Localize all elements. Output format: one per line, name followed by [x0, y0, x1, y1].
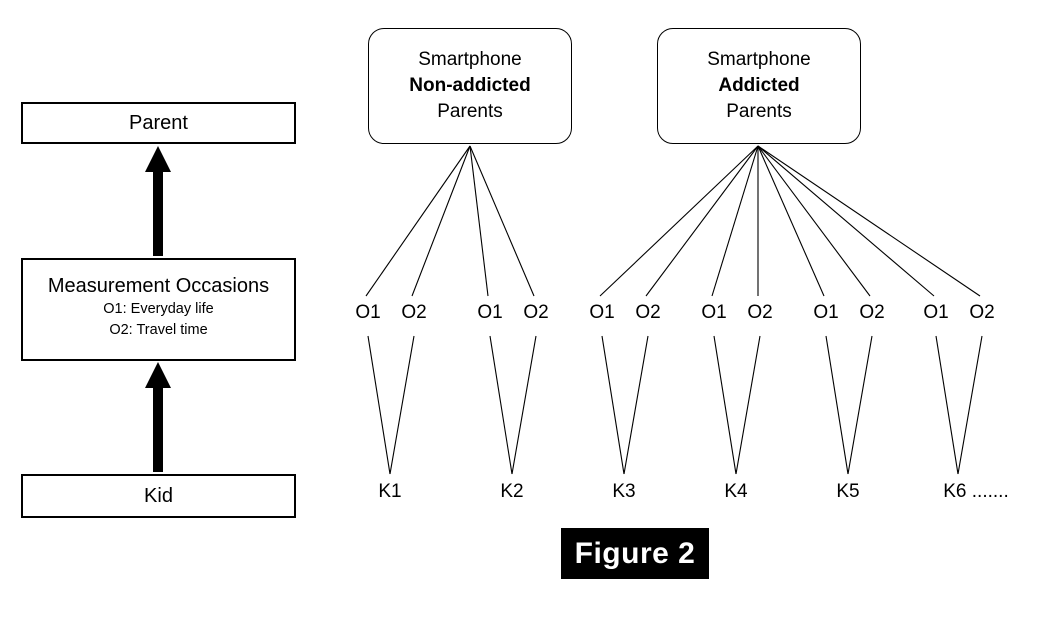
occasion-label-12: O2 [969, 302, 995, 323]
occasion-label-5: O1 [589, 302, 615, 323]
legend-parent-box: Parent [21, 102, 296, 144]
group-line-smartphone: Smartphone [707, 49, 811, 70]
v-connector [825, 335, 849, 475]
v-connector [935, 335, 959, 475]
kid-to-occasions-arrow [145, 362, 171, 472]
v-connector [957, 335, 983, 475]
occasion-label-6: O2 [635, 302, 661, 323]
figure-caption: Figure 2 [561, 528, 709, 579]
v-connector [489, 335, 513, 475]
occasion-label-2: O2 [401, 302, 427, 323]
kid-label-3: K3 [612, 481, 636, 502]
kid-label-6: K6 ....... [943, 481, 1009, 502]
legend-occasion-o1: O1: Everyday life [103, 301, 214, 317]
fan-line [757, 145, 825, 297]
kid-label-2: K2 [500, 481, 524, 502]
fan-line [645, 145, 759, 297]
kid-label-1: K1 [378, 481, 402, 502]
v-connector [847, 335, 873, 475]
occasion-label-10: O2 [859, 302, 885, 323]
v-connector [713, 335, 737, 475]
fan-line [599, 145, 759, 297]
legend-occasions-title: Measurement Occasions [47, 275, 270, 297]
v-connector [511, 335, 537, 475]
fan-line [757, 145, 935, 297]
fan-line [757, 145, 871, 297]
legend-occasions-box: Measurement Occasions O1: Everyday life … [21, 258, 296, 361]
occasion-label-7: O1 [701, 302, 727, 323]
group-line-status: Addicted [718, 75, 800, 96]
occasion-label-1: O1 [355, 302, 381, 323]
kid-label-5: K5 [836, 481, 860, 502]
v-connector [601, 335, 625, 475]
v-connector [389, 335, 415, 475]
occasion-label-8: O2 [747, 302, 773, 323]
group-box-non-addicted-parents: Smartphone Non-addicted Parents [368, 28, 572, 144]
group-box-addicted-parents: Smartphone Addicted Parents [657, 28, 861, 144]
fan-line [365, 145, 471, 297]
group-line-parents: Parents [726, 101, 792, 122]
fan-lines-non-addicted [365, 145, 535, 297]
occasion-label-11: O1 [923, 302, 949, 323]
v-connectors [367, 335, 983, 475]
legend-occasion-o2: O2: Travel time [109, 322, 208, 338]
figure-caption-text: Figure 2 [574, 536, 696, 570]
fan-line [711, 145, 759, 297]
kid-label-4: K4 [724, 481, 748, 502]
legend-kid-title: Kid [144, 485, 173, 507]
fan-lines-addicted [599, 145, 981, 297]
v-connector [735, 335, 761, 475]
fan-line [757, 145, 981, 297]
fan-line [469, 145, 489, 297]
v-connector [367, 335, 391, 475]
v-connector [623, 335, 649, 475]
fan-line [469, 145, 535, 297]
occasion-label-4: O2 [523, 302, 549, 323]
group-line-smartphone: Smartphone [418, 49, 522, 70]
group-line-status: Non-addicted [409, 75, 531, 96]
legend-parent-title: Parent [129, 112, 188, 134]
occasion-label-3: O1 [477, 302, 503, 323]
group-line-parents: Parents [437, 101, 503, 122]
fan-line [411, 145, 471, 297]
occasion-label-9: O1 [813, 302, 839, 323]
occasions-to-parent-arrow [145, 146, 171, 256]
legend-kid-box: Kid [21, 474, 296, 518]
